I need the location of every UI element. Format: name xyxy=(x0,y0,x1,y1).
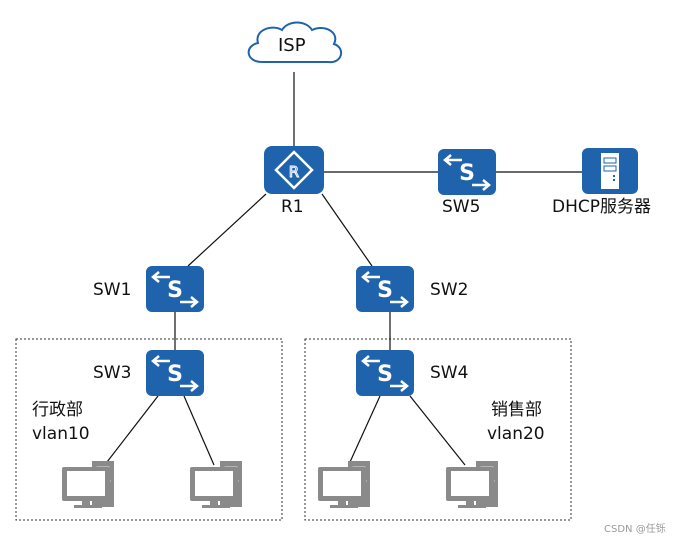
pc-icon-4 xyxy=(445,460,499,509)
switch-icon-sw3 xyxy=(144,348,206,398)
label-sw5: SW5 xyxy=(442,197,481,217)
pc-icon-3 xyxy=(317,460,371,509)
switch-icon-sw2 xyxy=(354,264,416,314)
switch-icon-sw5 xyxy=(436,147,498,197)
group-box-sales xyxy=(304,338,572,521)
server-icon xyxy=(582,148,638,194)
group-box-admin xyxy=(15,338,283,521)
watermark: CSDN @任铄 xyxy=(604,524,666,535)
label-dhcp: DHCP服务器 xyxy=(552,197,651,217)
svg-text:R: R xyxy=(289,163,299,181)
link-sw3-pc2 xyxy=(183,395,215,466)
switch-icon-sw4 xyxy=(354,348,416,398)
group-vlan-sales: vlan20 xyxy=(487,424,545,444)
cloud-icon xyxy=(247,21,343,64)
link-sw4-pc3 xyxy=(349,395,381,463)
label-sw3: SW3 xyxy=(93,363,132,383)
group-vlan-admin: vlan10 xyxy=(32,424,90,444)
group-name-admin: 行政部 xyxy=(32,400,83,420)
label-sw1: SW1 xyxy=(93,280,132,300)
label-sw2: SW2 xyxy=(430,280,469,300)
link-sw4-pc4 xyxy=(409,395,466,466)
link-r1-sw2 xyxy=(321,193,373,267)
group-name-sales: 销售部 xyxy=(491,400,542,420)
switch-icon-sw1 xyxy=(144,264,206,314)
pc-icon-2 xyxy=(189,460,243,509)
router-icon: R xyxy=(264,146,324,194)
label-isp: ISP xyxy=(278,35,306,56)
label-sw4: SW4 xyxy=(430,363,469,383)
link-sw3-pc1 xyxy=(106,395,159,463)
pc-icon-1 xyxy=(61,460,115,509)
link-r1-sw1 xyxy=(187,193,267,267)
label-r1: R1 xyxy=(281,197,304,217)
